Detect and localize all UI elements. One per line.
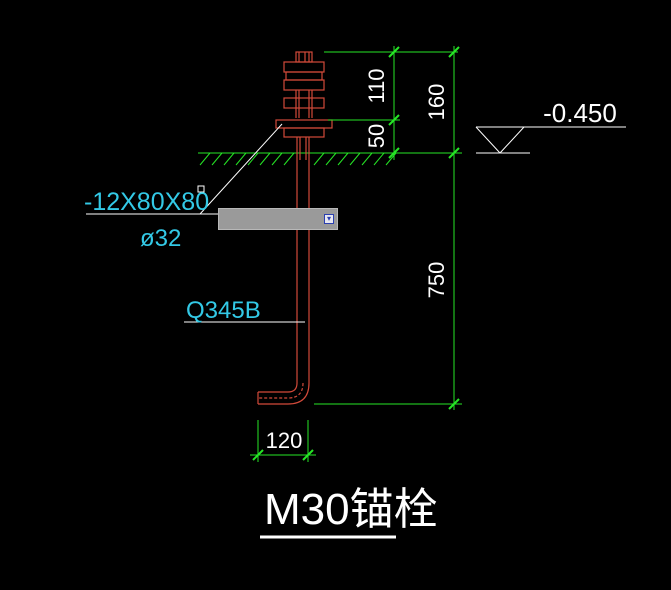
dim-text-50: 50 — [364, 124, 389, 148]
nut-middle — [283, 79, 325, 91]
bolt-hook — [258, 382, 298, 393]
elevation-text: -0.450 — [543, 98, 617, 128]
nut-lower — [283, 97, 325, 109]
dim-text-110: 110 — [364, 68, 389, 103]
ground-hatch — [199, 152, 397, 166]
dimension-outer — [314, 46, 462, 410]
bolt-diameter-text: ø32 — [140, 225, 181, 252]
material-text: Q345B — [186, 297, 261, 324]
dimension-hook — [250, 420, 316, 462]
plate-spec-text: -12X80X80 — [84, 188, 209, 216]
dimension-inner — [324, 46, 458, 160]
washer-upper — [285, 71, 323, 81]
plate-leader — [86, 123, 283, 215]
snap-square-icon — [197, 185, 205, 193]
dim-text-750: 750 — [424, 262, 449, 299]
drawing-title: M30锚栓 — [264, 485, 438, 534]
dim-text-160: 160 — [424, 84, 449, 121]
dynamic-input-box[interactable]: ▾ — [218, 208, 338, 230]
base-plate — [275, 119, 333, 129]
anchor-bolt — [257, 51, 333, 405]
nut-upper — [283, 61, 325, 73]
dropdown-arrow-icon[interactable]: ▾ — [324, 214, 334, 224]
dim-text-120: 120 — [266, 428, 303, 453]
elevation-marker — [475, 126, 626, 154]
nut-below-plate — [283, 127, 325, 138]
